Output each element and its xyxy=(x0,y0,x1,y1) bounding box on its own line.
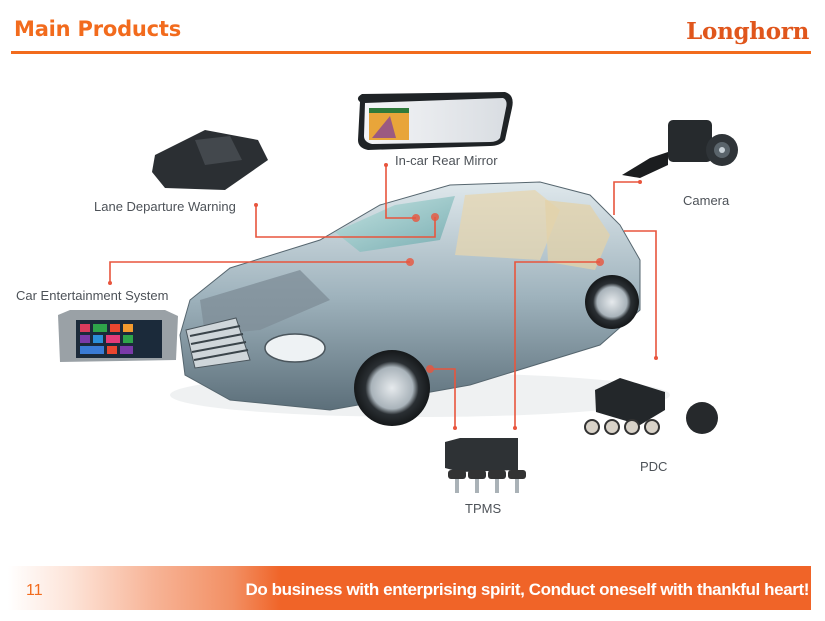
footer-slogan: Do business with enterprising spirit, Co… xyxy=(245,580,809,599)
header-divider xyxy=(11,51,811,54)
car-entertainment-icon xyxy=(58,310,178,362)
callout-lines xyxy=(109,165,657,428)
label-lane-departure: Lane Departure Warning xyxy=(94,199,236,214)
page-title: Main Products xyxy=(14,17,182,41)
label-entertainment: Car Entertainment System xyxy=(16,288,169,303)
label-tpms: TPMS xyxy=(465,501,502,516)
tire-pressure-sensor-icon xyxy=(445,438,526,493)
rear-wheel xyxy=(585,275,639,329)
callout-camera xyxy=(613,181,640,215)
front-wheel xyxy=(354,350,430,426)
callout-pdc xyxy=(624,230,657,358)
camera-icon xyxy=(622,120,738,178)
label-camera: Camera xyxy=(683,193,730,208)
footer-banner xyxy=(8,566,811,610)
callout-tpms-b xyxy=(514,261,600,428)
car-illustration xyxy=(170,181,670,426)
label-pdc: PDC xyxy=(640,459,668,474)
lane-warning-module-icon xyxy=(152,130,268,190)
callout-entertainment xyxy=(109,261,410,283)
label-rear-mirror: In-car Rear Mirror xyxy=(395,153,498,168)
callout-lane-departure xyxy=(255,205,436,238)
callout-tpms-a xyxy=(430,368,456,428)
rear-mirror-icon xyxy=(357,92,513,150)
page-number: 11 xyxy=(26,582,43,599)
parking-sensor-icon xyxy=(584,378,718,435)
callout-rear-mirror xyxy=(385,165,416,219)
callout-dots xyxy=(108,163,658,430)
brand-logo: Longhorn xyxy=(686,18,809,45)
